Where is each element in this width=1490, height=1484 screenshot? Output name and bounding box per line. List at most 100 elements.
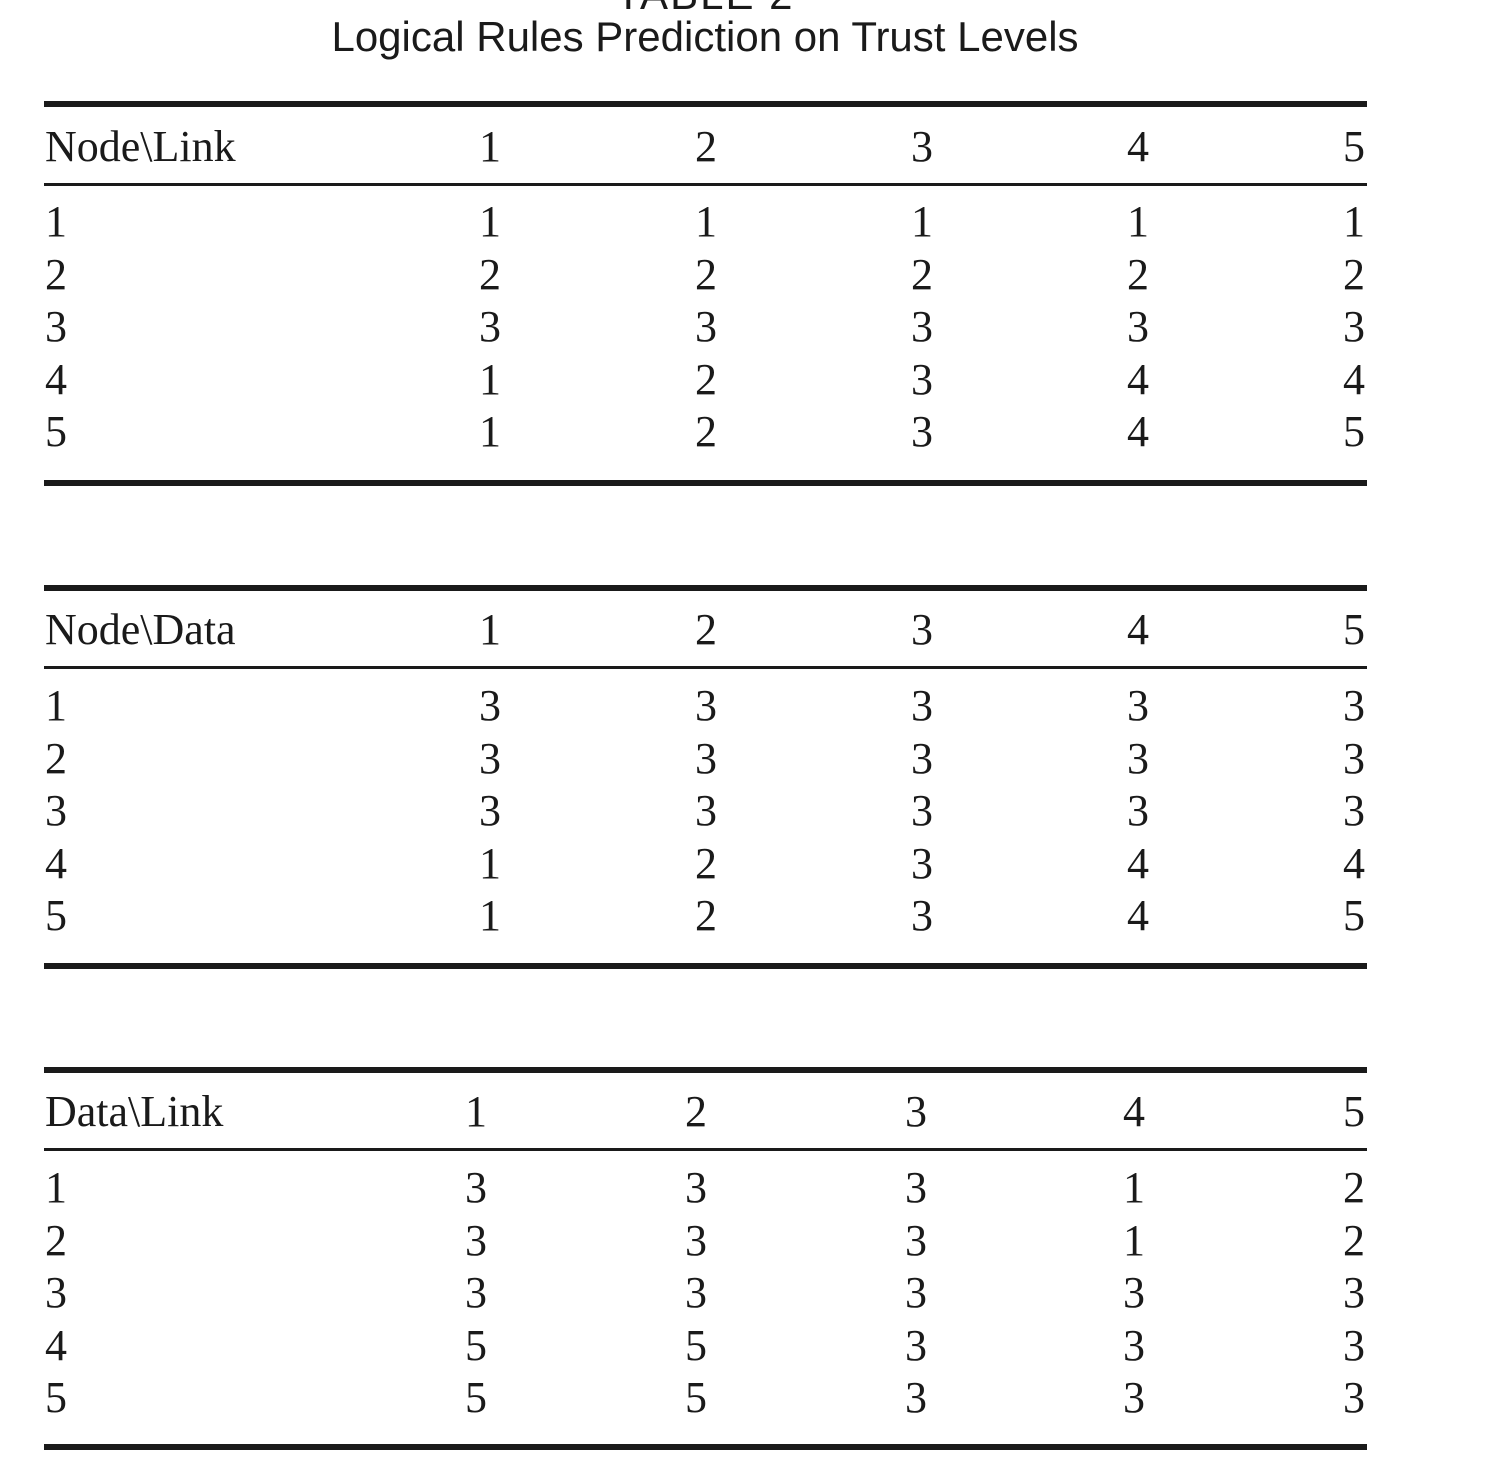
table-cell: 4 — [1127, 354, 1149, 404]
table-cell: 3 — [1127, 681, 1149, 730]
table-cell: 3 — [695, 302, 717, 351]
table-cell: 1 — [1123, 1215, 1145, 1265]
column-header: 4 — [1127, 122, 1149, 171]
table-cell: 3 — [479, 302, 501, 351]
table-header-rule — [44, 183, 1367, 186]
table-cell: 1 — [1123, 1163, 1145, 1212]
table-cell: 3 — [911, 891, 933, 940]
column-header: 3 — [911, 122, 933, 171]
row-header: 4 — [45, 354, 67, 404]
table-cell: 3 — [911, 354, 933, 404]
column-header: 3 — [911, 605, 933, 654]
table-cell: 1 — [479, 407, 501, 456]
table-cell: 1 — [911, 197, 933, 246]
table-cell: 3 — [911, 786, 933, 835]
column-header: 4 — [1127, 605, 1149, 654]
row-header: 4 — [45, 1320, 67, 1370]
column-header: 5 — [1343, 122, 1365, 171]
table-cell: 3 — [1343, 733, 1365, 783]
table-cell: 3 — [905, 1215, 927, 1265]
column-header: 4 — [1123, 1087, 1145, 1136]
row-header: 3 — [45, 786, 67, 835]
row-header: 3 — [45, 1268, 67, 1317]
row-header: 5 — [45, 891, 67, 940]
table-cell: 3 — [465, 1268, 487, 1317]
table-cell: 3 — [905, 1268, 927, 1317]
table-cell: 3 — [1343, 681, 1365, 730]
table-cell: 1 — [1343, 197, 1365, 246]
table-cell: 5 — [465, 1320, 487, 1370]
table-cell: 3 — [1123, 1320, 1145, 1370]
row-header: 5 — [45, 407, 67, 456]
table-bottom-rule — [44, 963, 1367, 969]
table-cell: 3 — [695, 681, 717, 730]
table-cell: 3 — [911, 407, 933, 456]
table-cell: 3 — [1127, 733, 1149, 783]
table-cell: 1 — [479, 354, 501, 404]
table-cell: 2 — [695, 407, 717, 456]
column-header: 5 — [1343, 605, 1365, 654]
row-header: 1 — [45, 197, 67, 246]
column-header: 2 — [695, 122, 717, 171]
table-cell: 2 — [911, 249, 933, 299]
table-cell: 3 — [479, 681, 501, 730]
table-cell: 3 — [479, 733, 501, 783]
column-header: 2 — [695, 605, 717, 654]
table-bottom-rule — [44, 480, 1367, 486]
table-cell: 5 — [1343, 891, 1365, 940]
table-cell: 1 — [479, 891, 501, 940]
table-cell: 3 — [1343, 1320, 1365, 1370]
table-cell: 3 — [695, 786, 717, 835]
table-cell: 3 — [1343, 302, 1365, 351]
table-top-rule — [44, 585, 1367, 591]
table-cell: 3 — [685, 1215, 707, 1265]
row-header: 2 — [45, 1215, 67, 1265]
table-cell: 2 — [695, 249, 717, 299]
table-cell: 3 — [1343, 1268, 1365, 1317]
table-cell: 3 — [685, 1268, 707, 1317]
table-corner-header: Node\Link — [45, 122, 236, 171]
table-cell: 2 — [695, 891, 717, 940]
table-cell: 2 — [695, 838, 717, 888]
column-header: 1 — [465, 1087, 487, 1136]
table-cell: 3 — [905, 1320, 927, 1370]
table-cell: 2 — [695, 354, 717, 404]
table-cell: 3 — [911, 733, 933, 783]
table-cell: 3 — [1123, 1373, 1145, 1422]
table-cell: 4 — [1127, 838, 1149, 888]
row-header: 4 — [45, 838, 67, 888]
table-cell: 3 — [465, 1215, 487, 1265]
table-cell: 5 — [685, 1320, 707, 1370]
table-header-rule — [44, 666, 1367, 669]
table-cell: 3 — [1127, 302, 1149, 351]
column-header: 5 — [1343, 1087, 1365, 1136]
table-cell: 1 — [479, 838, 501, 888]
column-header: 2 — [685, 1087, 707, 1136]
row-header: 1 — [45, 1163, 67, 1212]
row-header: 5 — [45, 1373, 67, 1422]
table-cell: 4 — [1343, 354, 1365, 404]
table-number: TABLE 2 — [0, 0, 1410, 16]
table-cell: 1 — [695, 197, 717, 246]
table-top-rule — [44, 1067, 1367, 1073]
table-cell: 2 — [1343, 1163, 1365, 1212]
row-header: 2 — [45, 249, 67, 299]
table-cell: 4 — [1127, 407, 1149, 456]
table-cell: 3 — [685, 1163, 707, 1212]
table-cell: 3 — [1127, 786, 1149, 835]
table-cell: 3 — [1123, 1268, 1145, 1317]
table-cell: 3 — [911, 302, 933, 351]
table-cell: 1 — [479, 197, 501, 246]
table-cell: 3 — [911, 681, 933, 730]
table-corner-header: Data\Link — [45, 1087, 224, 1136]
table-cell: 2 — [1343, 1215, 1365, 1265]
table-cell: 2 — [1343, 249, 1365, 299]
column-header: 1 — [479, 122, 501, 171]
table-header-rule — [44, 1148, 1367, 1151]
table-cell: 5 — [465, 1373, 487, 1422]
row-header: 2 — [45, 733, 67, 783]
table-cell: 3 — [905, 1373, 927, 1422]
table-title: Logical Rules Prediction on Trust Levels — [331, 13, 1079, 60]
table-cell: 5 — [685, 1373, 707, 1422]
table-cell: 4 — [1343, 838, 1365, 888]
